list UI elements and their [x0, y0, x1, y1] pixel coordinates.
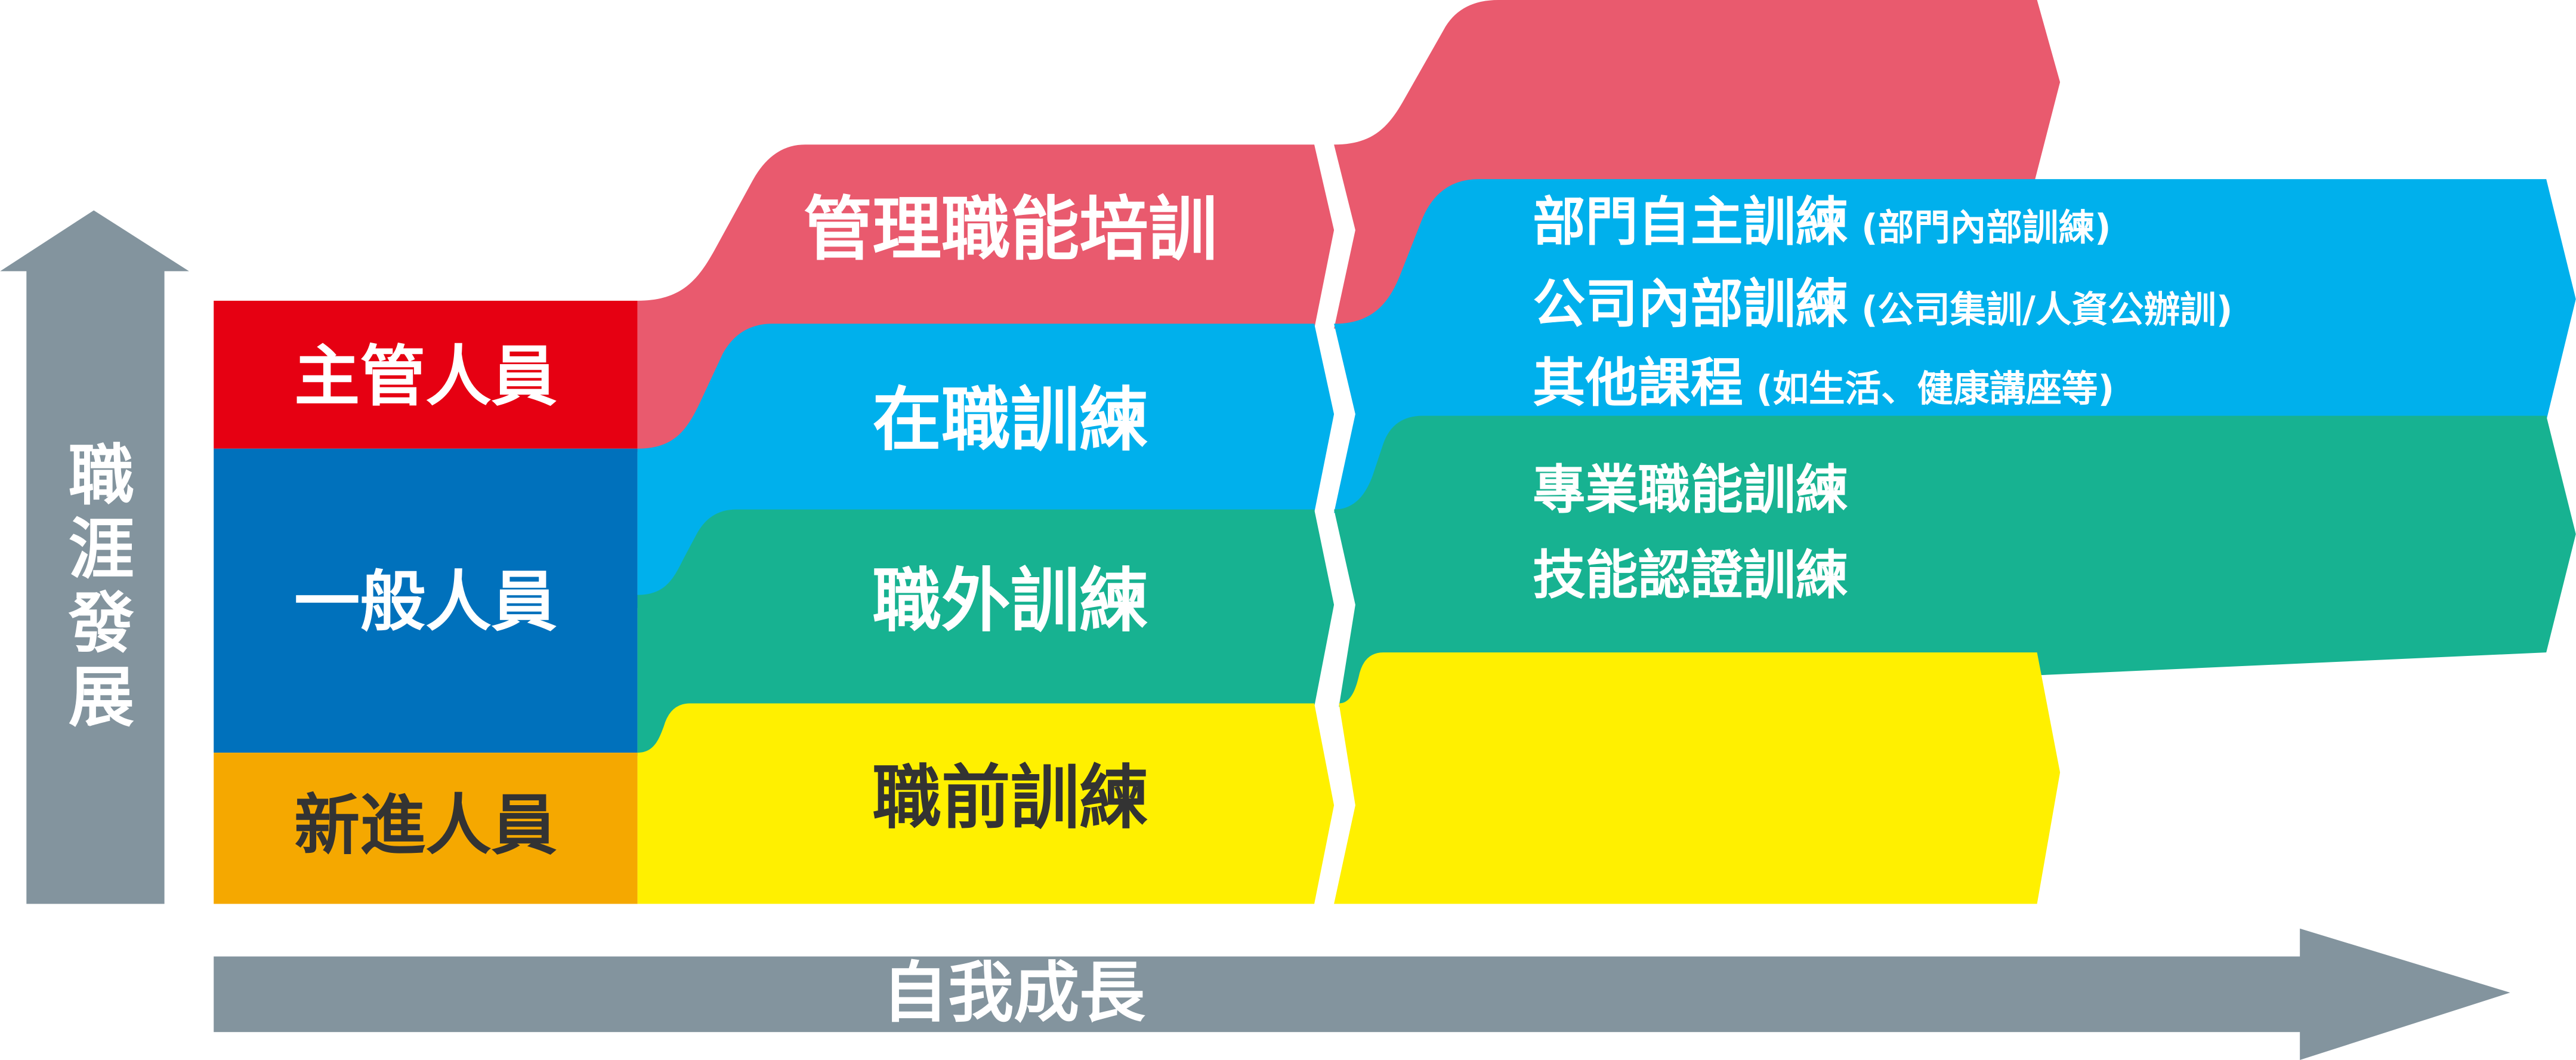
band-offjob-mid	[637, 509, 1335, 756]
level-new-label: 新進人員	[294, 787, 557, 864]
level-general-label: 一般人員	[294, 563, 557, 640]
training-management-label: 管理職能培訓	[804, 190, 1218, 270]
onjob-detail-1: 部門自主訓練(部門內部訓練)	[1533, 191, 2111, 252]
offjob-detail-2: 技能認證訓練	[1533, 544, 1848, 606]
onjob-detail-2: 公司內部訓練(公司集訓/人資公辦訓)	[1533, 273, 2232, 335]
level-manager-box	[214, 300, 638, 449]
offjob-detail-1: 專業職能訓練	[1533, 459, 1848, 520]
vertical-axis-label: 職涯發展	[57, 440, 135, 737]
band-offjob-right	[1334, 415, 2576, 707]
level-manager-label: 主管人員	[294, 338, 557, 415]
band-preemployment-mid	[637, 703, 1335, 904]
onjob-detail-3: 其他課程(如生活、健康講座等)	[1533, 352, 2114, 414]
training-preemployment-label: 職前訓練	[872, 759, 1148, 839]
training-onjob-label: 在職訓練	[872, 380, 1148, 460]
band-preemployment-right	[1334, 652, 2061, 904]
vertical-arrow	[0, 210, 189, 904]
horizontal-arrow	[214, 928, 2510, 1060]
level-new-box	[214, 753, 638, 904]
horizontal-axis-label: 自我成長	[882, 955, 1145, 1031]
level-general-box	[214, 448, 638, 753]
training-offjob-label: 職外訓練	[872, 561, 1148, 641]
